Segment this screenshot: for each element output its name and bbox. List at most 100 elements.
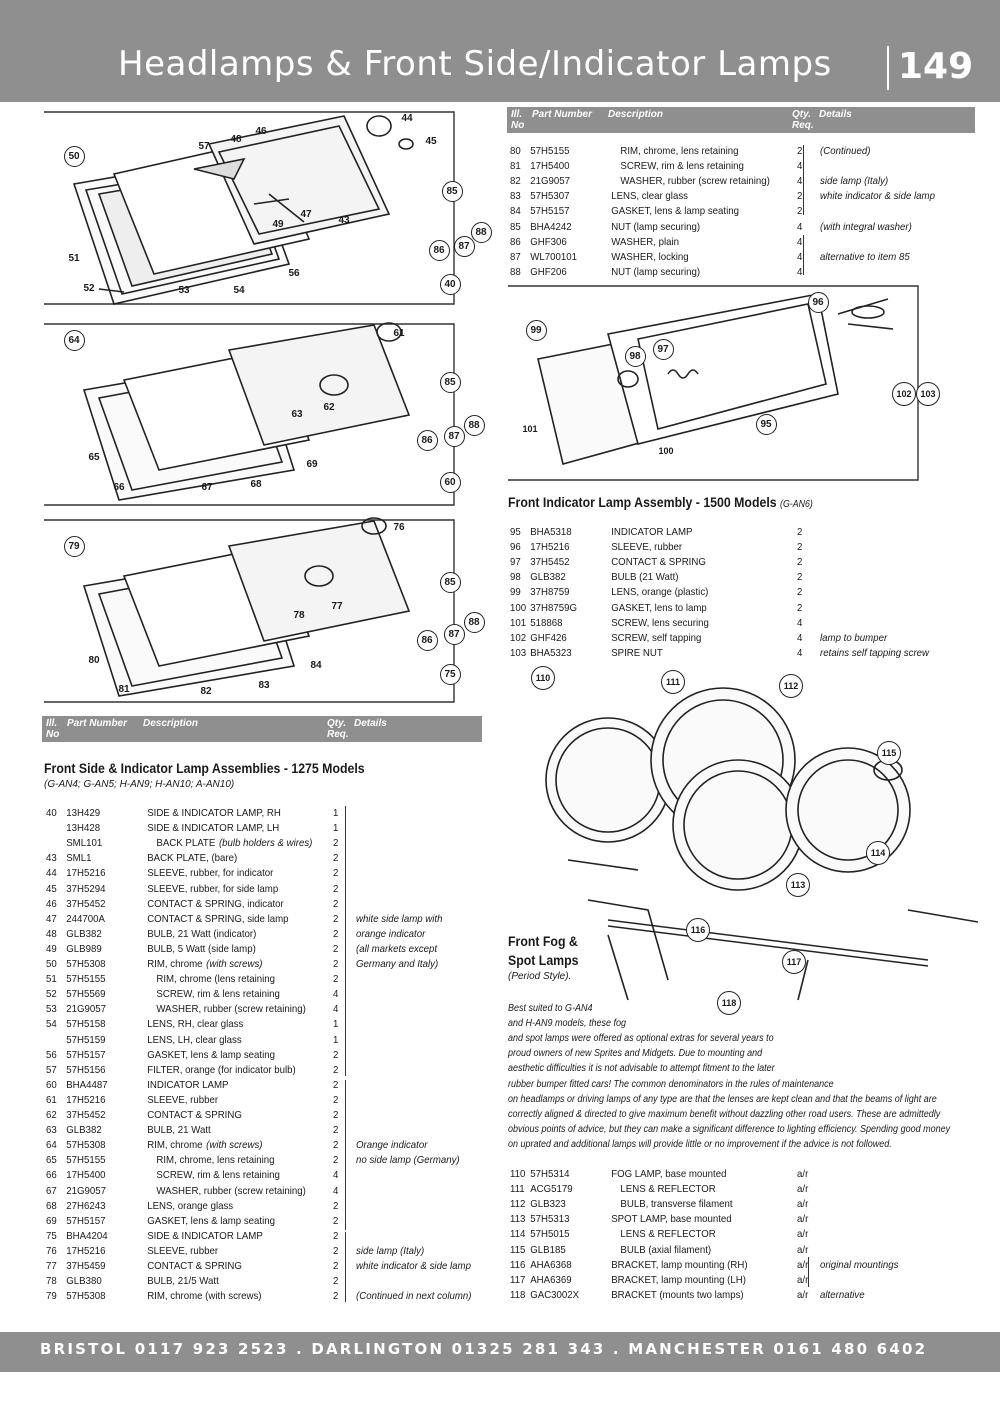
description: WASHER, plain — [611, 235, 679, 250]
col-details: Details — [354, 718, 387, 729]
col-ill-no: Ill. No — [46, 718, 60, 740]
callout-number: 98 — [624, 345, 646, 367]
part-number: 57H5155 — [66, 973, 106, 986]
qty: a/r — [797, 1183, 809, 1196]
description-text: SIDE & INDICATOR LAMP, RH — [147, 807, 281, 819]
diagram-indicator-lamp-orange — [44, 322, 455, 506]
description: SLEEVE, rubber — [147, 1093, 218, 1108]
callout-number: 53 — [178, 284, 190, 296]
col-qty: Qty. Req. — [792, 109, 814, 131]
description: SCREW, rim & lens retaining — [156, 1168, 279, 1183]
ill-no: 84 — [510, 205, 521, 218]
qty: 4 — [797, 235, 803, 248]
ill-no: 81 — [510, 160, 521, 173]
qty: 2 — [797, 556, 803, 569]
ill-no: 112 — [510, 1198, 526, 1211]
description: GASKET, lens & lamp seating — [147, 1048, 275, 1063]
callout-number: 76 — [393, 521, 405, 533]
callout-number: 103 — [916, 382, 940, 406]
description: BRACKET, lamp mounting (RH) — [611, 1258, 747, 1273]
qty: 2 — [333, 1290, 339, 1303]
callout-number: 62 — [323, 401, 335, 413]
ill-no: 40 — [46, 807, 57, 819]
qty: 4 — [797, 220, 803, 233]
ill-no: 115 — [510, 1243, 526, 1256]
part-number: 57H5313 — [530, 1213, 570, 1226]
description-note: (with screws) — [206, 958, 263, 970]
description-text: WASHER, locking — [611, 250, 689, 263]
part-number: 13H428 — [66, 822, 101, 835]
description: SPOT LAMP, base mounted — [611, 1212, 731, 1227]
description: RIM, chrome, lens retaining — [620, 144, 738, 159]
qty: 2 — [333, 1048, 339, 1061]
details: orange indicator — [356, 927, 426, 940]
description: LENS & REFLECTOR — [620, 1182, 715, 1197]
description: SCREW, rim & lens retaining — [620, 159, 743, 174]
qty: 2 — [797, 526, 803, 538]
callout-number: 69 — [306, 458, 318, 470]
callout-number: 114 — [866, 841, 890, 865]
qty: 2 — [797, 571, 803, 584]
callout-number: 96 — [807, 291, 829, 313]
description-text: SIDE & INDICATOR LAMP, LH — [147, 822, 280, 835]
description: LENS, LH, clear glass — [147, 1033, 242, 1048]
qty: 2 — [333, 1109, 339, 1121]
description-text: CONTACT & SPRING — [147, 1260, 242, 1272]
ill-no: 83 — [510, 190, 521, 203]
qty: 4 — [797, 160, 803, 173]
description: WASHER, rubber (screw retaining) — [620, 174, 769, 189]
section-title-1275: Front Side & Indicator Lamp Assemblies -… — [44, 760, 365, 776]
description-text: BACK PLATE — [156, 837, 216, 850]
callout-number: 44 — [401, 112, 413, 124]
description: LENS, RH, clear glass — [147, 1017, 243, 1032]
ill-no: 47 — [46, 912, 57, 925]
part-number: 37H8759G — [530, 601, 577, 614]
description: BRACKET, lamp mounting (LH) — [611, 1273, 746, 1288]
description-text: SLEEVE, rubber, for side lamp — [147, 882, 279, 895]
qty: 2 — [333, 1260, 339, 1272]
qty: 4 — [797, 631, 803, 644]
callout-number: 88 — [470, 221, 492, 243]
ill-no: 78 — [46, 1275, 57, 1288]
description: CONTACT & SPRING — [611, 555, 706, 570]
part-number: BHA4204 — [66, 1229, 108, 1242]
description-text: LENS, LH, clear glass — [147, 1033, 242, 1046]
ill-no: 46 — [46, 897, 57, 910]
description-text: RIM, chrome, lens retaining — [620, 145, 739, 157]
callout-number: 101 — [522, 424, 538, 434]
description: FILTER, orange (for indicator bulb) — [147, 1063, 296, 1078]
description-text: SLEEVE, rubber — [147, 1093, 219, 1106]
col-description: Description — [608, 109, 664, 120]
fog-paragraph-line: and H-AN9 models, these fog — [508, 1018, 627, 1030]
part-number: 518868 — [530, 616, 563, 629]
callout-number: 86 — [428, 239, 450, 261]
ill-no: 88 — [510, 265, 521, 278]
callout-number: 67 — [201, 481, 213, 493]
part-number: AHA6368 — [530, 1258, 572, 1271]
ill-no: 66 — [46, 1169, 57, 1182]
part-number: 57H5158 — [66, 1018, 106, 1031]
qty: 2 — [333, 973, 339, 986]
part-number: SML101 — [66, 837, 103, 850]
callout-number: 48 — [230, 133, 242, 145]
ill-no: 50 — [46, 958, 57, 970]
section-title-1500: Front Indicator Lamp Assembly - 1500 Mod… — [508, 494, 813, 510]
details: (Continued in next column) — [356, 1290, 472, 1303]
callout-number: 61 — [393, 327, 405, 339]
part-number: 17H5400 — [530, 160, 570, 173]
qty: 2 — [333, 1093, 339, 1106]
part-number: 57H5569 — [66, 988, 106, 1001]
qty: 2 — [333, 852, 339, 865]
